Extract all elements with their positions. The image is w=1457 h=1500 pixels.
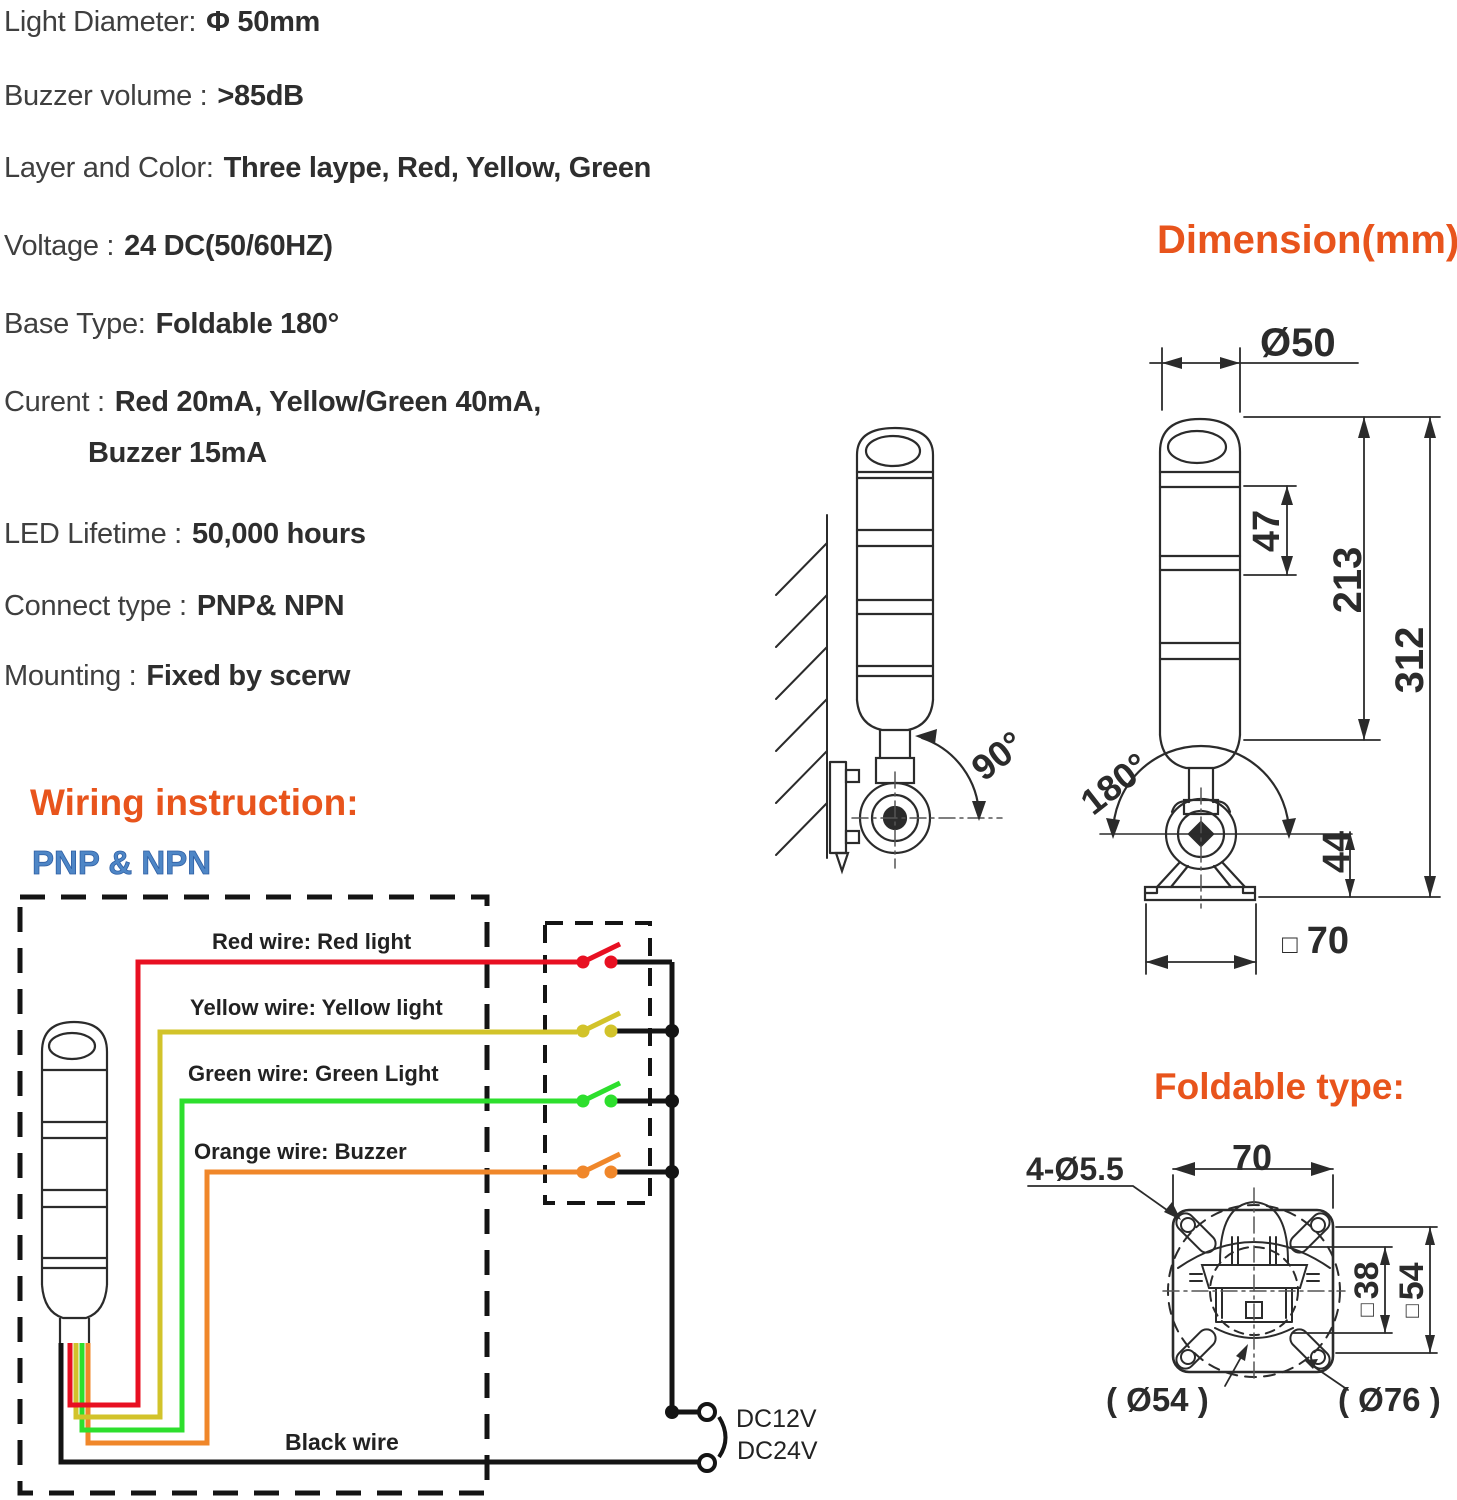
centerlines [851, 771, 1003, 869]
fold-38-label: □ 38 [1347, 1249, 1387, 1329]
power-selector [697, 1402, 728, 1473]
spec-row-buzzer: Buzzer volume : >85dB [4, 80, 304, 113]
red-wire [67, 959, 577, 1408]
spec-label: Connect type : [4, 590, 187, 622]
dim-diameter-label: Ø50 [1260, 321, 1336, 365]
dc24v-label: DC24V [737, 1437, 818, 1465]
spec-value: PNP& NPN [196, 590, 345, 622]
dim-base-70-value: 70 [1306, 920, 1349, 962]
dc12v-label: DC12V [736, 1405, 817, 1433]
spec-value: Three laype, Red, Yellow, Green [223, 152, 652, 184]
fold-centerlines [1162, 1187, 1346, 1383]
standing-tower [1099, 417, 1353, 909]
red-switch [576, 941, 622, 969]
black-wire-label: Black wire [285, 1429, 399, 1455]
spec-value: 24 DC(50/60HZ) [124, 230, 333, 262]
wiring-tower [40, 1020, 109, 1343]
spec-label: Layer and Color: [4, 152, 214, 184]
spec-row-diameter: Light Diameter: Φ 50mm [4, 6, 320, 39]
spec-value: Fixed by scerw [146, 660, 351, 692]
fold-dim-38-54 [1291, 1226, 1438, 1354]
fold-holes-label: 4-Ø5.5 [1026, 1151, 1124, 1187]
square-symbol: □ [1399, 1304, 1424, 1318]
dim-base-70-label: □ 70 [1282, 922, 1349, 960]
wall-bracket [828, 760, 861, 875]
red-wire-label: Red wire: Red light [212, 929, 412, 954]
spec-label: Curent : [4, 386, 105, 418]
spec-row-lifetime: LED Lifetime : 50,000 hours [4, 518, 366, 551]
foldable-drawing [1027, 1162, 1438, 1391]
fold-d54-label: ( Ø54 ) [1106, 1381, 1209, 1418]
dimension-lines [1145, 347, 1441, 975]
dim-213-label: 213 [1326, 546, 1370, 614]
spec-row-current-2: Buzzer 15mA [88, 437, 267, 470]
spec-row-current: Curent : Red 20mA, Yellow/Green 40mA, [4, 386, 541, 419]
spec-row-base-type: Base Type: Foldable 180° [4, 308, 339, 341]
arc-90 [915, 729, 986, 821]
switch-dashed-box [543, 921, 652, 1205]
green-wire-label: Green wire: Green Light [188, 1061, 439, 1086]
black-wire [58, 959, 698, 1465]
wall-mounted-tower [828, 426, 1003, 875]
spec-value: Foldable 180° [155, 308, 340, 340]
wiring-dashed-box [17, 894, 490, 1496]
spec-label: Buzzer volume : [4, 80, 208, 112]
spec-label: Voltage : [4, 230, 115, 262]
wiring-section-title: Wiring instruction: [30, 782, 359, 823]
dim-47-label: 47 [1246, 509, 1288, 553]
circle-leaders [1224, 1344, 1349, 1391]
green-switch [576, 1080, 622, 1108]
orange-wire-label: Orange wire: Buzzer [194, 1139, 407, 1164]
square-symbol: □ [1354, 1303, 1379, 1317]
arc-180 [1106, 744, 1296, 839]
green-wire [79, 1098, 577, 1433]
spec-label: Base Type: [4, 308, 146, 340]
spec-value: 50,000 hours [191, 518, 366, 550]
dim-312-label: 312 [1388, 626, 1432, 694]
wall-hatching [775, 514, 828, 859]
wiring-section-subtitle: PNP & NPN [32, 844, 212, 882]
spec-label: Light Diameter: [4, 6, 197, 38]
orange-wire [85, 1169, 577, 1446]
fold-38-value: 38 [1348, 1261, 1386, 1300]
dimension-section-title: Dimension(mm): [1157, 218, 1457, 262]
spec-row-voltage: Voltage : 24 DC(50/60HZ) [4, 230, 333, 263]
spec-value: Red 20mA, Yellow/Green 40mA, [114, 386, 542, 418]
spec-label: Mounting : [4, 660, 137, 692]
wiring-diagram [17, 894, 728, 1496]
spec-row-connect: Connect type : PNP& NPN [4, 590, 345, 623]
fold-d76-label: ( Ø76 ) [1338, 1381, 1441, 1418]
fold-70-label: 70 [1232, 1137, 1273, 1178]
spec-row-layer: Layer and Color: Three laype, Red, Yellow… [4, 152, 651, 185]
spec-value: Buzzer 15mA [88, 437, 267, 469]
spec-value: >85dB [217, 80, 304, 112]
fold-54-label: □ 54 [1392, 1250, 1432, 1330]
yellow-switch [576, 1010, 622, 1038]
dim-44-label: 44 [1316, 830, 1358, 874]
square-symbol: □ [1282, 929, 1298, 959]
dimension-drawing [775, 347, 1441, 975]
fold-dim-70 [1172, 1162, 1334, 1209]
yellow-wire-label: Yellow wire: Yellow light [190, 995, 443, 1020]
spec-label: LED Lifetime : [4, 518, 182, 550]
spec-value: Φ 50mm [206, 6, 321, 38]
bolt-hole-leader [1027, 1185, 1181, 1220]
base-legs [1143, 860, 1257, 902]
foldable-section-title: Foldable type: [1154, 1066, 1405, 1107]
yellow-wire [73, 1029, 577, 1420]
fold-54-value: 54 [1393, 1262, 1431, 1301]
orange-switch [576, 1151, 622, 1179]
spec-row-mounting: Mounting : Fixed by scerw [4, 660, 350, 693]
